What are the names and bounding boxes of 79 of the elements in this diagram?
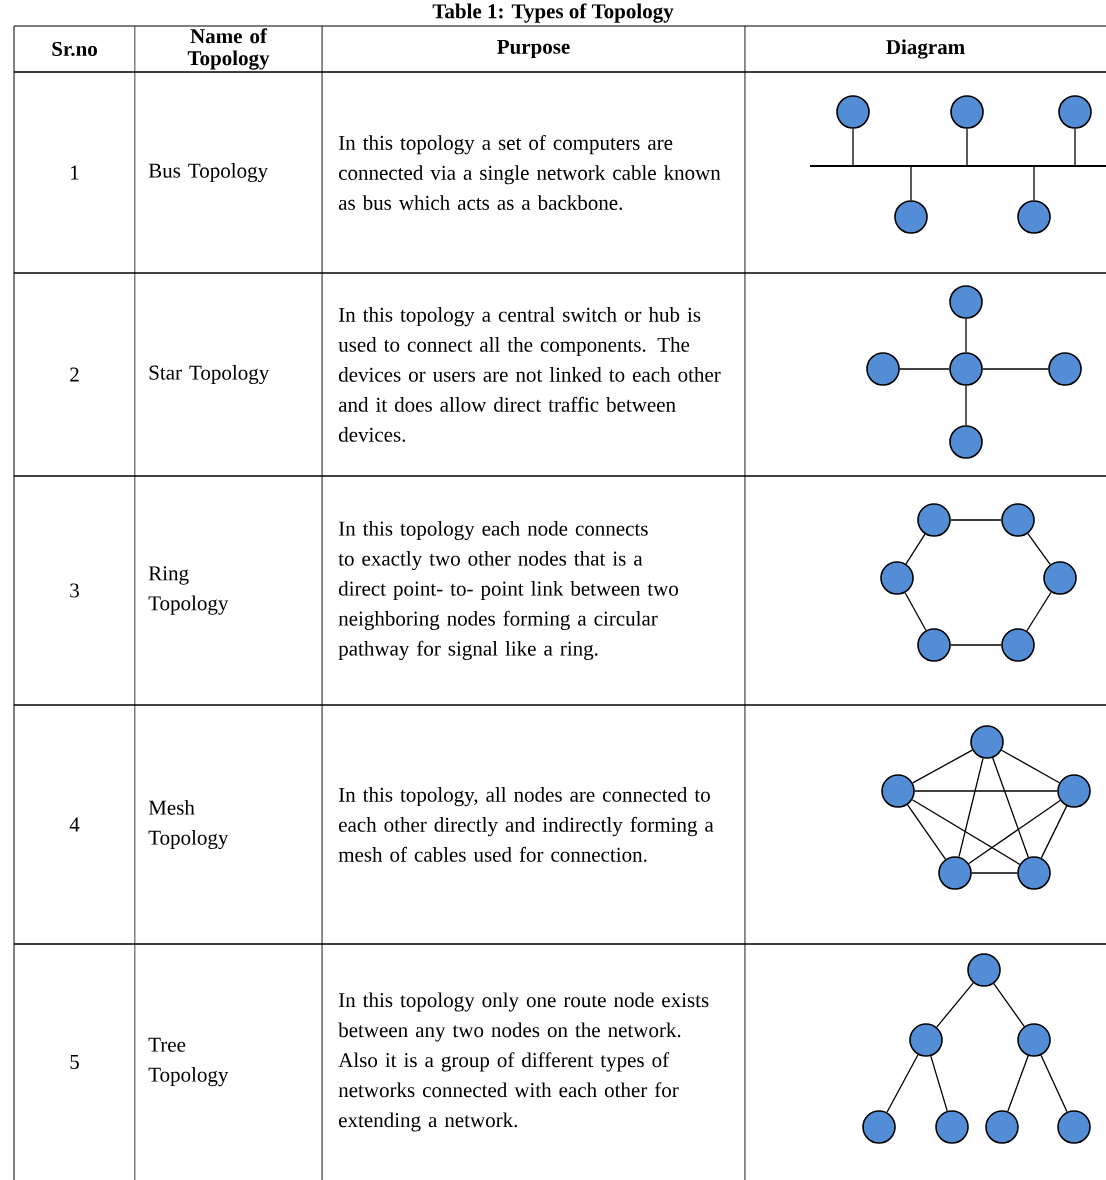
network-node — [1017, 1023, 1051, 1057]
network-link — [958, 757, 984, 858]
network-node — [881, 774, 915, 808]
network-node — [836, 95, 870, 129]
table-title: Table 1: Types of Topology — [432, 3, 674, 23]
network-link — [993, 983, 1025, 1027]
network-link — [936, 982, 974, 1028]
description-text: In this topology a set of computers are connected via a single network cable known as bus which acts as a backbone. — [338, 134, 721, 211]
column-header: Diagram — [886, 39, 965, 59]
network-node — [1001, 503, 1035, 537]
network-link — [968, 799, 1061, 865]
network-link — [966, 128, 968, 167]
network-link — [910, 165, 912, 201]
row-number: 1 — [71, 165, 79, 180]
network-node — [1057, 1110, 1091, 1144]
network-node — [1048, 352, 1082, 386]
network-link — [886, 1054, 919, 1113]
row-number: 2 — [70, 367, 79, 382]
network-link — [1027, 532, 1051, 566]
topology-name: Star Topology — [149, 364, 270, 385]
network-node — [1017, 856, 1051, 890]
network-link — [904, 592, 927, 631]
network-link — [905, 533, 926, 565]
column-header: Purpose — [497, 39, 570, 59]
network-link — [1033, 165, 1035, 201]
network-link — [1040, 805, 1068, 859]
network-node — [949, 352, 983, 386]
network-node — [909, 1023, 943, 1057]
network-node — [1001, 628, 1035, 662]
topology-name: Tree Topology — [148, 1037, 229, 1087]
network-node — [985, 1110, 1019, 1144]
column-header: Name of Topology — [187, 28, 270, 70]
network-node — [967, 953, 1001, 987]
network-link — [965, 385, 967, 426]
network-link — [911, 799, 1021, 865]
network-link — [1001, 749, 1060, 784]
network-link — [906, 804, 947, 860]
network-link — [950, 519, 1002, 521]
description-text: In this topology a central switch or hub is used to connect all the components. The devices or users are not linked to each other and it does allow direct traffic between devices. — [338, 307, 721, 442]
network-node — [880, 561, 914, 595]
network-link — [992, 757, 1029, 858]
network-node — [970, 725, 1004, 759]
network-node — [1043, 561, 1077, 595]
network-node — [1057, 774, 1091, 808]
network-node — [938, 856, 972, 890]
network-node — [894, 200, 928, 234]
network-node — [1058, 95, 1092, 129]
network-link — [914, 790, 1058, 792]
network-link — [982, 368, 1049, 370]
network-link — [950, 644, 1002, 646]
network-link — [1026, 591, 1052, 632]
network-link — [965, 318, 967, 353]
network-link — [971, 872, 1018, 874]
topology-name: Mesh Topology — [148, 799, 229, 850]
network-node — [862, 1110, 896, 1144]
row-number: 5 — [70, 1055, 79, 1069]
description-text: In this topology each node connects to exactly two other nodes that is a direct point- to- point link between two neighboring nodes forming a circular pathway for signal like a ring. — [338, 520, 679, 661]
network-node — [949, 425, 983, 459]
description-text: In this topology, all nodes are connected to each other directly and indirectly forming a mesh of cables used for connection. — [338, 787, 714, 862]
topology-name: Ring Topology — [148, 566, 229, 615]
network-node — [949, 285, 983, 319]
network-link — [912, 749, 973, 784]
network-link — [1040, 1054, 1068, 1113]
network-node — [917, 628, 951, 662]
description-text: In this topology only one route node exists between any two nodes on the network. Also it is a group of different types of networks connected with each other for extending a network. — [338, 992, 709, 1132]
network-link — [930, 1055, 948, 1112]
network-link — [899, 368, 950, 370]
network-link — [1074, 128, 1076, 167]
row-number: 3 — [70, 583, 79, 598]
network-node — [917, 503, 951, 537]
row-number: 4 — [69, 817, 80, 832]
network-link — [1007, 1055, 1029, 1112]
network-node — [1017, 200, 1051, 234]
column-header: Sr.no — [52, 41, 97, 57]
network-node — [866, 352, 900, 386]
network-link — [852, 128, 854, 167]
network-node — [935, 1110, 969, 1144]
network-node — [950, 95, 984, 129]
topology-name: Bus Topology — [148, 162, 268, 183]
